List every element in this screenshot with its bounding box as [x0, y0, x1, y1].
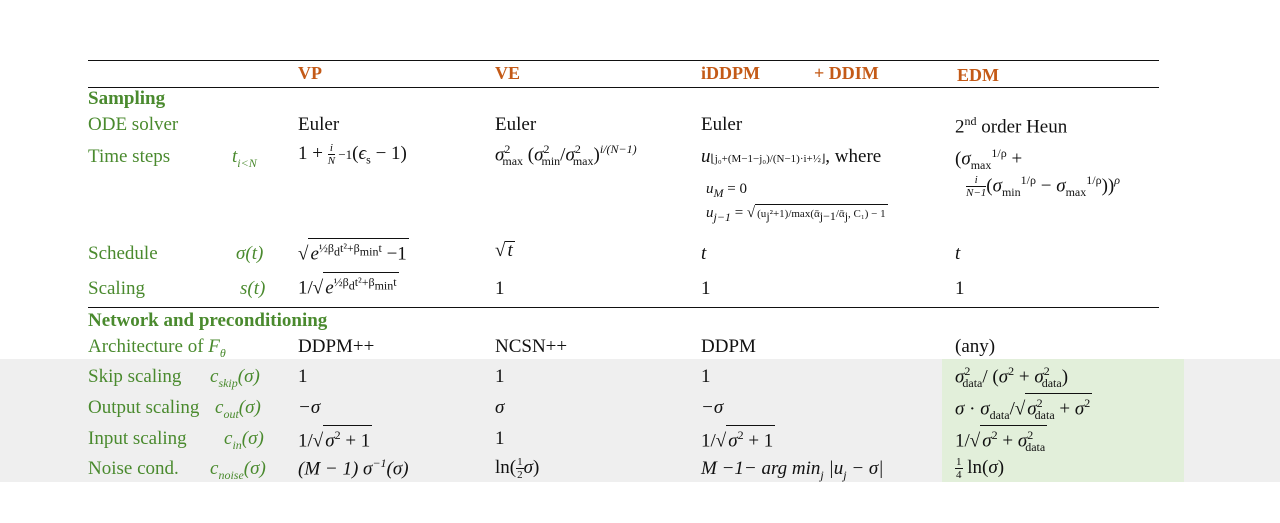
section-rule	[88, 307, 1159, 308]
row-label-scaling: Scaling	[88, 278, 145, 299]
cell-input-ve: 1	[495, 428, 505, 449]
cell-ode-iddpm: Euler	[701, 114, 743, 135]
cell-ode-ve: Euler	[495, 114, 537, 135]
col-header-iddpm: iDDPM	[701, 63, 760, 83]
cell-skip-iddpm: 1	[701, 366, 711, 387]
cell-arch-iddpm: DDPM	[701, 336, 756, 357]
cell-schedule-vp: √e½βdt²+βmint −1	[298, 238, 409, 265]
cell-skip-ve: 1	[495, 366, 505, 387]
row-label-output: Output scaling	[88, 397, 200, 418]
symbol-time-steps: ti<N	[232, 146, 257, 170]
cell-arch-vp: DDPM++	[298, 336, 375, 357]
cell-schedule-edm: t	[955, 243, 961, 264]
row-label-input: Input scaling	[88, 428, 187, 449]
symbol-output: cout(σ)	[215, 397, 261, 421]
row-label-noise: Noise cond.	[88, 458, 179, 479]
symbol-schedule: σ(t)	[236, 243, 264, 264]
cell-input-edm: 1/√σ2 + σ2data	[955, 425, 1048, 456]
row-label-architecture: Architecture of Fθ	[88, 336, 226, 360]
cell-input-vp: 1/√σ2 + 1	[298, 425, 373, 452]
cell-noise-iddpm: M −1− arg minj |uj − σ|	[701, 458, 884, 482]
cell-ode-vp: Euler	[298, 114, 340, 135]
cell-time-steps-ve: σ2max (σ2min/σ2max)i/(N−1)	[495, 142, 637, 169]
cell-scaling-iddpm: 1	[701, 278, 711, 299]
cell-output-iddpm: −σ	[701, 397, 724, 418]
symbol-input: cin(σ)	[224, 428, 264, 452]
cell-schedule-ve: √t	[495, 240, 515, 261]
row-label-schedule: Schedule	[88, 243, 158, 264]
cell-time-steps-iddpm-uj: uj−1 = √(uj²+1)/max(ᾱj−1/ᾱj, C₁) − 1	[706, 204, 888, 224]
col-header-ve: VE	[495, 63, 521, 83]
cell-output-vp: −σ	[298, 397, 321, 418]
row-label-time-steps: Time steps	[88, 146, 171, 167]
header-rule	[88, 87, 1159, 88]
cell-arch-edm: (any)	[955, 336, 996, 357]
edm-highlight-band	[942, 359, 1184, 482]
cell-time-steps-edm-1: (σmax1/ρ +	[955, 146, 1023, 173]
section-network: Network and preconditioning	[88, 310, 328, 331]
cell-input-iddpm: 1/√σ2 + 1	[701, 425, 776, 452]
cell-output-ve: σ	[495, 397, 505, 418]
symbol-scaling: s(t)	[240, 278, 266, 299]
cell-noise-vp: (M − 1) σ−1(σ)	[298, 456, 409, 480]
row-label-ode-solver: ODE solver	[88, 114, 179, 135]
top-rule	[88, 60, 1159, 61]
cell-skip-vp: 1	[298, 366, 308, 387]
cell-skip-edm: σ2data/ (σ2 + σ2data)	[955, 364, 1069, 391]
cell-scaling-ve: 1	[495, 278, 505, 299]
symbol-skip: cskip(σ)	[210, 366, 260, 390]
cell-schedule-iddpm: t	[701, 243, 707, 264]
cell-scaling-edm: 1	[955, 278, 965, 299]
cell-output-edm: σ · σdata/√σ2data + σ2	[955, 393, 1093, 424]
col-header-edm: EDM	[957, 65, 999, 85]
section-sampling: Sampling	[88, 88, 166, 109]
cell-ode-edm: 2nd order Heun	[955, 114, 1068, 138]
row-label-skip: Skip scaling	[88, 366, 182, 387]
symbol-noise: cnoise(σ)	[210, 458, 266, 482]
cell-time-steps-iddpm: u⌊j₀+(M−1−j₀)/(N−1)·i+½⌋, where	[701, 146, 882, 167]
cell-arch-ve: NCSN++	[495, 336, 568, 357]
cell-scaling-vp: 1/√e½βdt²+βmint	[298, 272, 399, 299]
col-header-vp: VP	[298, 63, 322, 83]
col-header-ddim: + DDIM	[814, 63, 879, 83]
cell-time-steps-iddpm-um: uM = 0	[706, 181, 747, 200]
